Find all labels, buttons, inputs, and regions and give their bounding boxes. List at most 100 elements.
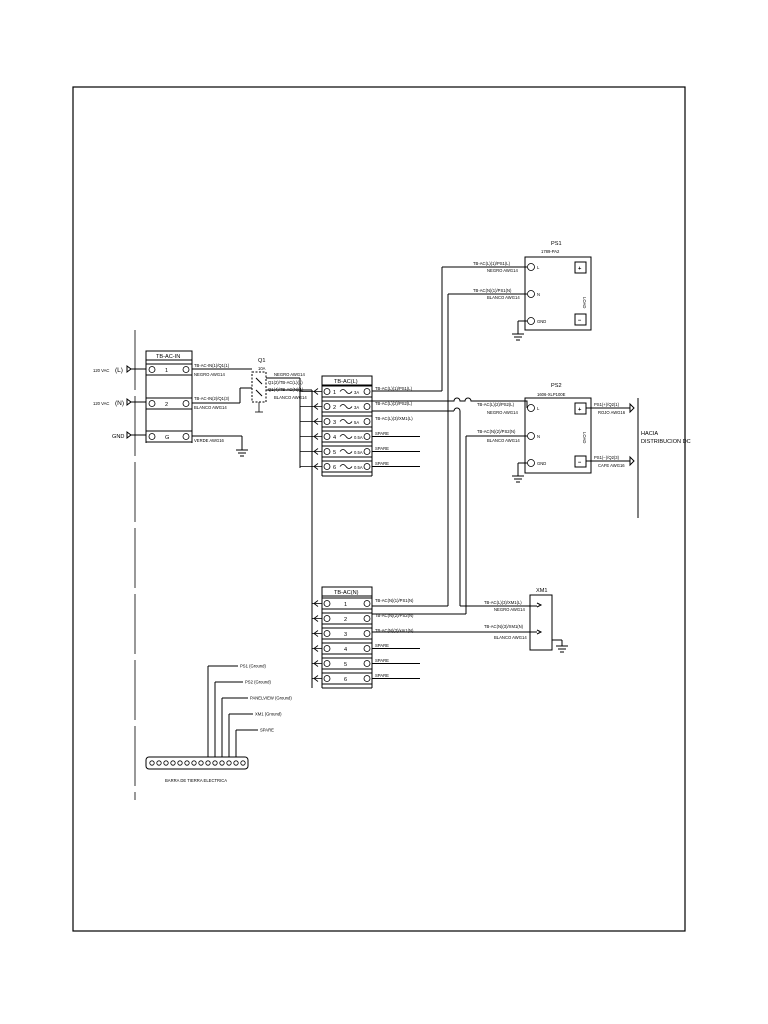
tb-ac-n-title: TB-AC(N) — [334, 590, 359, 596]
ps2-terminal-n: N — [537, 434, 540, 439]
tb-ac-l-wire-label: SPARE — [375, 431, 389, 436]
ps2-out-minus-spec: CAFE AWG16 — [598, 463, 625, 468]
tb-ac-l-wire-label: SPARE — [375, 461, 389, 466]
tb-ac-n-wire-label: SPARE — [375, 673, 389, 678]
tb-ac-in-terminal-g: G — [165, 435, 169, 441]
ground-connection-label: PS2 (Ground) — [245, 680, 271, 685]
tb-ac-l-fuse-rating: 0.5A — [354, 465, 363, 470]
tb-ac-l-wire-label: TB-AC(L)(2)/PS2(L) — [375, 401, 413, 406]
ps1-minus: − — [578, 318, 582, 324]
tb-ac-l-fuse-rating: 0.5A — [354, 435, 363, 440]
xm1-wire-l-spec: NEGRO AWG14 — [494, 607, 525, 612]
ground-connection: XM1 (Ground) — [228, 712, 282, 757]
tb-ac-l-row: 4 0.5A SPARE — [300, 430, 420, 443]
tb-ac-l-wire-label: TB-AC(L)(3)/XM1(L) — [375, 416, 413, 421]
xm1-wire-n: TB-AC(N)(3)/XM1(N) — [484, 624, 524, 629]
q1-out2-spec: BLANCO AWG14 — [274, 395, 307, 400]
ground-bar-hole — [226, 760, 232, 766]
ps1-name: PS1 — [551, 241, 562, 247]
tb-ac-n-row-number: 2 — [344, 617, 347, 623]
tb-ac-l-fuse-rating: 3A — [354, 405, 359, 410]
input-l-arrow — [126, 365, 132, 373]
tb-ac-l-row-number: 4 — [333, 435, 336, 441]
ps1-block: PS1 1789-PA2 L N GND + − LOAD TB-AC(L)(1… — [441, 241, 592, 401]
ps1-wire-l: TB-AC(L)(1)/PS1(L) — [473, 261, 511, 266]
tb-ac-l-fuse-rating: 3A — [354, 390, 359, 395]
ps1-plus: + — [578, 266, 582, 272]
q1-outputs: NEGRO AWG14 Q1(2)/TB-AC(L)(1) Q1(4)/TB-A… — [266, 372, 313, 688]
ground-bar-hole — [198, 760, 204, 766]
tb-ac-n-row-number: 5 — [344, 662, 347, 668]
ps2-out-plus: PS1(+)/Q2(1) — [594, 402, 620, 407]
ground-bar-hole — [184, 760, 190, 766]
ps1-model: 1789-PA2 — [541, 249, 560, 254]
ps2-out-minus: PS1(−)/Q2(3) — [594, 455, 620, 460]
q1-breaker: Q1 10A — [251, 358, 267, 413]
ground-connection-label: PANELVIEW (Ground) — [250, 696, 292, 701]
ps2-wire-l-spec: NEGRO AWG14 — [487, 410, 518, 415]
ps2-model: 1606-XLP100E — [537, 392, 566, 397]
ground-bar-hole — [205, 760, 211, 766]
ground-bar-hole — [177, 760, 183, 766]
ground-connection-label: XM1 (Ground) — [255, 712, 282, 717]
ground-bar-title: BARRA DE TIERRA ELECTRICA — [165, 778, 227, 783]
ground-bar: BARRA DE TIERRA ELECTRICA PS1 (Ground)PS… — [145, 664, 292, 783]
ps2-dest-1: HACIA — [641, 431, 658, 437]
wire-tb-ac-in-2: TB-AC-IN(2)/Q1(3) — [194, 396, 230, 401]
tb-ac-n-wire-label: TB-AC(N)(1)/PS1(N) — [375, 598, 414, 603]
ps2-dest-2: DISTRIBUCION DC — [641, 439, 691, 445]
q1-name: Q1 — [258, 358, 265, 364]
tb-ac-l-row: 6 0.5A SPARE — [300, 460, 420, 473]
tb-ac-n-row-number: 6 — [344, 677, 347, 683]
xm1-name: XM1 — [536, 588, 548, 594]
ps1-wire-n-spec: BLANCO AWG14 — [487, 295, 520, 300]
q1-out1: Q1(2)/TB-AC(L)(1) — [268, 380, 303, 385]
ground-bar-hole — [163, 760, 169, 766]
tb-ac-l-wire-label: SPARE — [375, 446, 389, 451]
tb-ac-in-block: TB-AC-IN 1 2 G — [145, 350, 193, 443]
tb-ac-l-title: TB-AC(L) — [334, 379, 358, 385]
tb-ac-n-row: 3TB-AC(N)(3)/xm1(N) — [312, 627, 414, 640]
wire-tb-ac-in-g-spec: VERDE AWG16 — [194, 438, 225, 443]
tb-ac-n-wire-label: TB-AC(N)(2)/PS2(N) — [375, 613, 414, 618]
ps1-terminal-n: N — [537, 292, 540, 297]
ps2-out-plus-spec: ROJO AWG16 — [598, 410, 626, 415]
ground-bar-hole — [233, 760, 239, 766]
ground-connection: PANELVIEW (Ground) — [221, 696, 292, 757]
tb-ac-n-row: 6 SPARE — [312, 672, 420, 685]
tb-ac-in-terminal-1: 1 — [165, 368, 168, 374]
ground-bar-hole — [212, 760, 218, 766]
ground-connection: SPARE — [235, 728, 274, 757]
ps2-plus: + — [578, 407, 582, 413]
ps1-terminal-l: L — [537, 265, 540, 270]
tb-ac-l-fuse-rating: 5A — [354, 420, 359, 425]
tb-ac-n-routes — [372, 401, 466, 615]
tb-ac-l-row-number: 1 — [333, 390, 336, 396]
ps1-load: LOAD — [582, 297, 587, 308]
ps2-wire-n: TB-AC(N)(2)/PS2(N) — [477, 429, 516, 434]
tb-ac-l-row-number: 5 — [333, 450, 336, 456]
tb-ac-n-block: TB-AC(N) 1TB-AC(N)(1)/PS1(N)2TB-AC(N)(2)… — [312, 586, 420, 689]
input-gnd-arrow — [126, 431, 132, 439]
ps2-terminal-l: L — [537, 406, 540, 411]
tb-ac-l-row-number: 3 — [333, 420, 336, 426]
xm1-wire-n-spec: BLANCO AWG14 — [494, 635, 527, 640]
ps2-wire-l: TB-AC(L)(2)/PS2(L) — [477, 402, 515, 407]
tb-ac-l-fuse-rating: 0.5A — [354, 450, 363, 455]
ps2-minus: − — [578, 460, 582, 466]
wire-tb-ac-in-1: TB-AC-IN(1)/Q1(1) — [194, 363, 230, 368]
ground-bar-hole — [149, 760, 155, 766]
ps2-name: PS2 — [551, 383, 562, 389]
ps2-terminal-gnd: GND — [537, 461, 546, 466]
q1-rating: 10A — [258, 366, 266, 371]
input-labels: 120 VAC (L) 120 VAC (N) GND — [93, 365, 146, 440]
input-gnd-label: GND — [112, 434, 124, 440]
ground-connection-label: SPARE — [260, 728, 274, 733]
tb-ac-l-row-number: 6 — [333, 465, 336, 471]
input-n-voltage: 120 VAC — [93, 401, 109, 406]
